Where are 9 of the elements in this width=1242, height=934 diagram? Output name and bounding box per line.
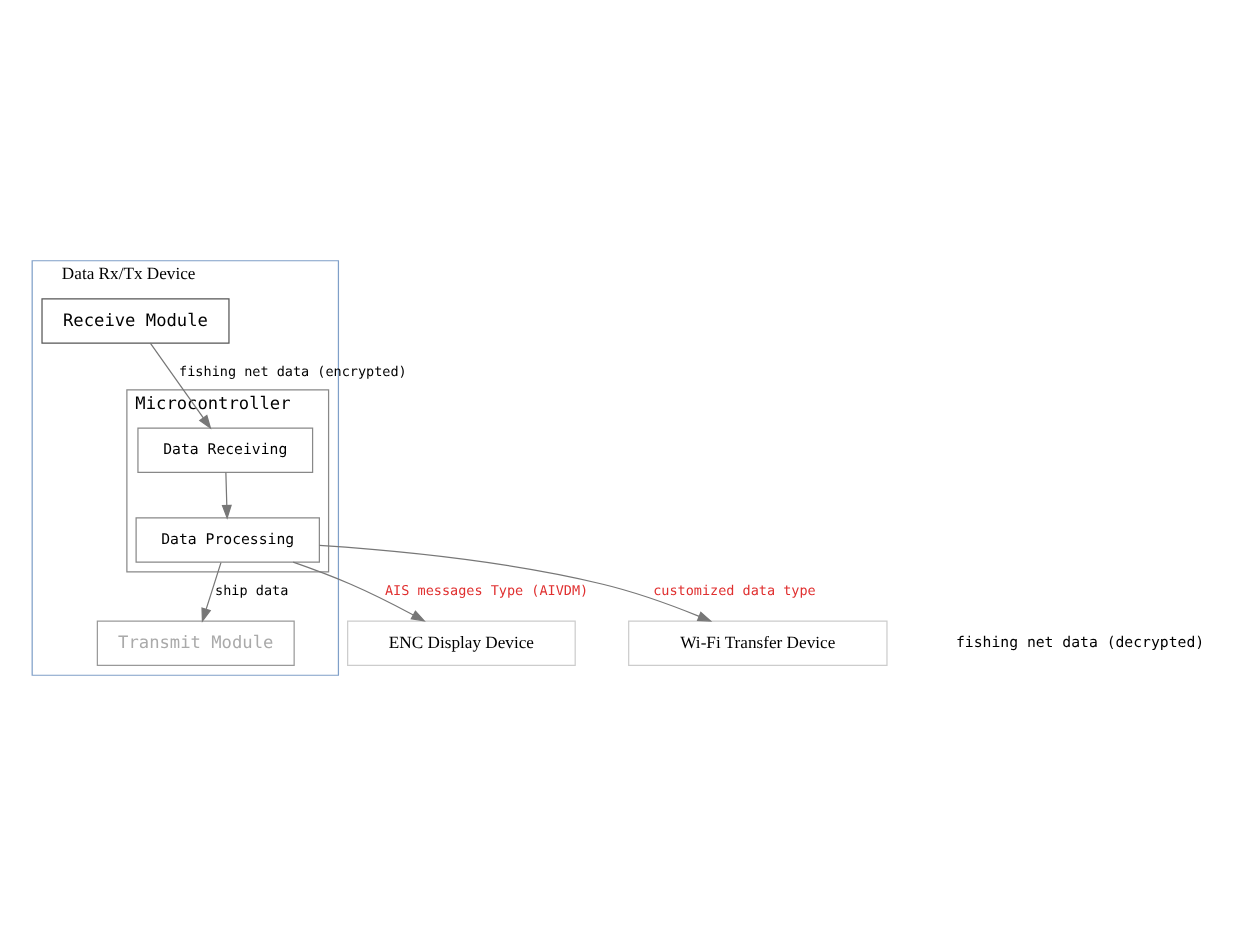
node-box: ENC Display Device: [347, 619, 576, 665]
arrow: [149, 341, 212, 429]
arrow: [201, 560, 222, 622]
node-box: Wi-Fi Transfer Device: [628, 619, 888, 665]
arrow: [292, 560, 426, 621]
arrow: [318, 543, 713, 621]
node-box: Receive Module: [41, 297, 230, 343]
arrow: [221, 470, 232, 519]
node-box: Transmit Module: [96, 619, 295, 665]
